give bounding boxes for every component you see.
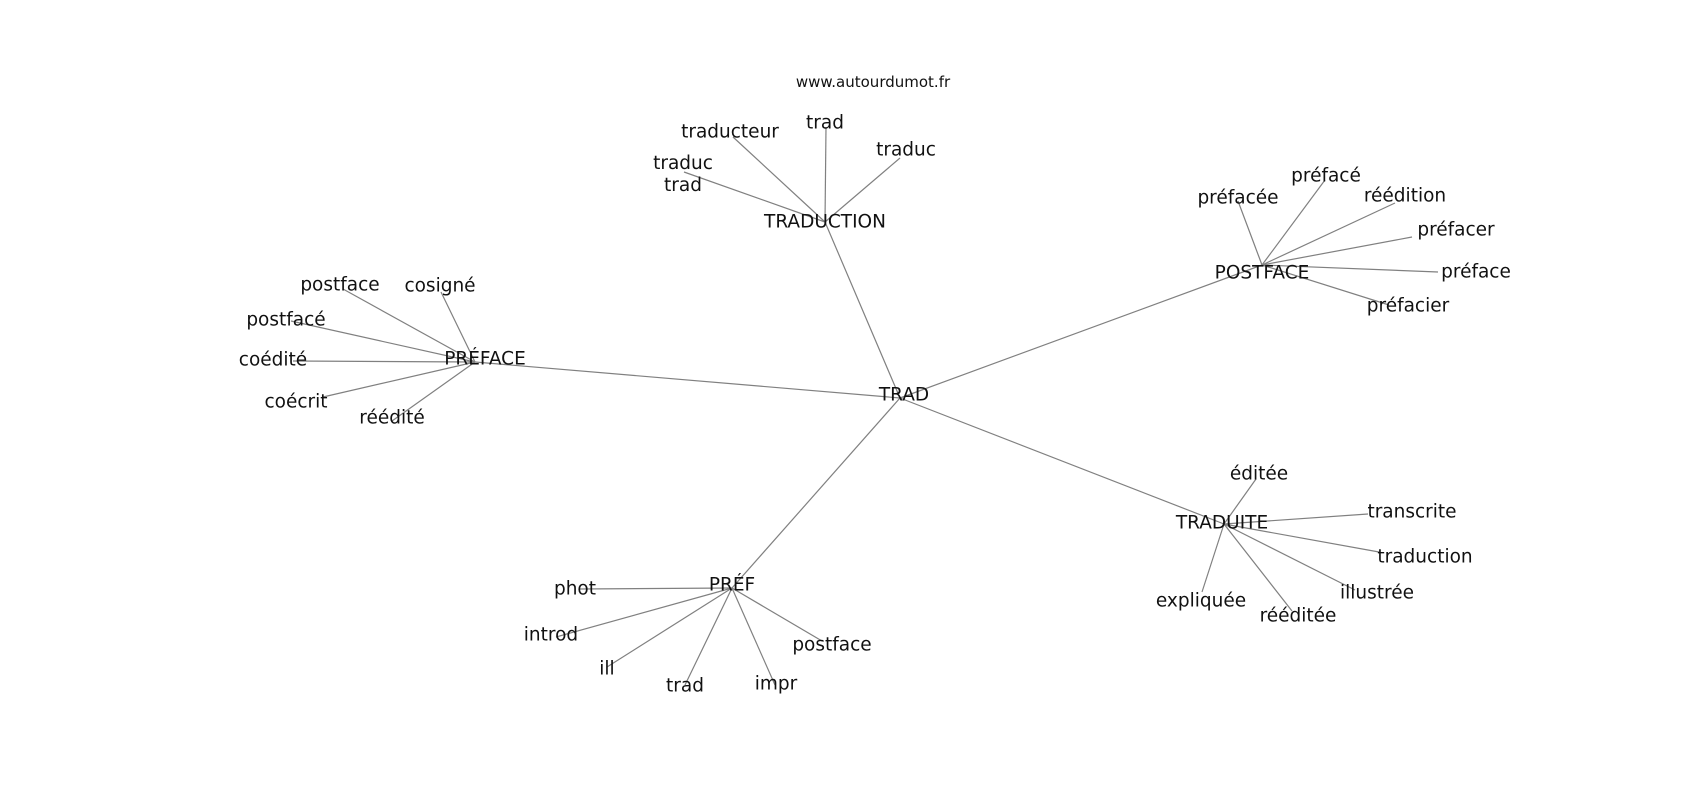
edge-hub-0-leaf-1	[824, 126, 827, 223]
leaf-label: traduction	[1377, 547, 1472, 568]
hub-label: TRADUITE	[1175, 513, 1268, 534]
leaf-label: traducteur	[681, 122, 779, 143]
leaf-label: éditée	[1230, 464, 1288, 485]
graph-edges	[290, 126, 1439, 686]
edge-hub-3-leaf-5	[1201, 523, 1225, 593]
hub-label: TRADUCTION	[763, 212, 886, 233]
edge-hub-2-leaf-2	[290, 320, 476, 363]
leaf-label: préfacier	[1367, 296, 1450, 317]
edge-hub-4-leaf-5	[731, 587, 823, 642]
hub-label: PRÉFACE	[444, 348, 526, 370]
edge-hub-1-leaf-5	[1261, 264, 1390, 306]
edge-center-hub-0	[824, 221, 901, 399]
edge-hub-3-leaf-2	[1223, 523, 1380, 553]
leaf-label: coécrit	[264, 392, 327, 413]
edge-hub-1-leaf-1	[1261, 179, 1326, 266]
edge-hub-0-leaf-3	[683, 171, 826, 223]
leaf-label: trad	[666, 676, 704, 697]
leaf-label: ill	[599, 659, 614, 680]
edge-center-hub-1	[899, 264, 1263, 399]
edge-hub-2-leaf-5	[391, 361, 476, 422]
leaf-label: illustrée	[1340, 583, 1414, 604]
edge-hub-4-leaf-1	[555, 587, 733, 638]
leaf-label: trad	[806, 113, 844, 134]
leaf-label: préfacée	[1197, 188, 1278, 209]
leaf-label: phot	[554, 579, 596, 600]
edge-hub-0-leaf-0	[732, 136, 826, 223]
edge-hub-3-leaf-4	[1223, 523, 1293, 612]
site-credit: www.autourdumot.fr	[796, 73, 951, 91]
edge-hub-4-leaf-4	[731, 587, 776, 686]
edge-center-hub-2	[474, 361, 901, 399]
leaf-label: réédition	[1364, 186, 1446, 207]
leaf-label: introd	[524, 625, 578, 646]
leaf-label: impr	[755, 674, 798, 695]
edge-hub-2-leaf-4	[322, 361, 476, 398]
edge-hub-3-leaf-3	[1223, 523, 1356, 591]
leaf-label: coédité	[239, 350, 307, 371]
leaf-label: transcrite	[1367, 502, 1456, 523]
edge-hub-2-leaf-0	[342, 288, 476, 363]
edge-hub-3-leaf-1	[1223, 513, 1369, 525]
edge-hub-1-leaf-2	[1261, 202, 1396, 266]
leaf-label: rééditée	[1260, 606, 1337, 627]
edge-center-hub-3	[899, 397, 1225, 525]
leaf-label: expliquée	[1156, 591, 1246, 612]
edge-hub-1-leaf-4	[1261, 264, 1439, 273]
edge-hub-0-leaf-2	[824, 157, 901, 223]
edge-hub-4-leaf-2	[606, 587, 733, 668]
leaf-label: traduc	[876, 140, 936, 161]
edge-hub-2-leaf-1	[440, 291, 476, 363]
leaf-label: cosigné	[404, 276, 475, 297]
center-node-label: TRAD	[878, 385, 929, 406]
leaf-label: préfacé	[1291, 166, 1361, 187]
leaf-label: postface	[300, 275, 379, 296]
edge-hub-4-leaf-0	[578, 587, 733, 590]
leaf-label: postfacé	[246, 310, 325, 331]
hub-label: PRÉF	[709, 574, 755, 596]
edge-hub-4-leaf-3	[684, 587, 733, 686]
leaf-label: préface	[1441, 262, 1511, 283]
leaf-label: préfacer	[1417, 220, 1495, 241]
edge-hub-1-leaf-3	[1261, 236, 1413, 266]
edge-center-hub-4	[731, 397, 901, 589]
edge-hub-2-leaf-3	[292, 360, 476, 363]
leaf-label: postface	[792, 635, 871, 656]
leaf-label: réédité	[359, 408, 424, 429]
hub-label: POSTFACE	[1215, 263, 1310, 284]
edge-hub-1-leaf-0	[1237, 200, 1263, 266]
edge-hub-3-leaf-0	[1223, 478, 1257, 525]
